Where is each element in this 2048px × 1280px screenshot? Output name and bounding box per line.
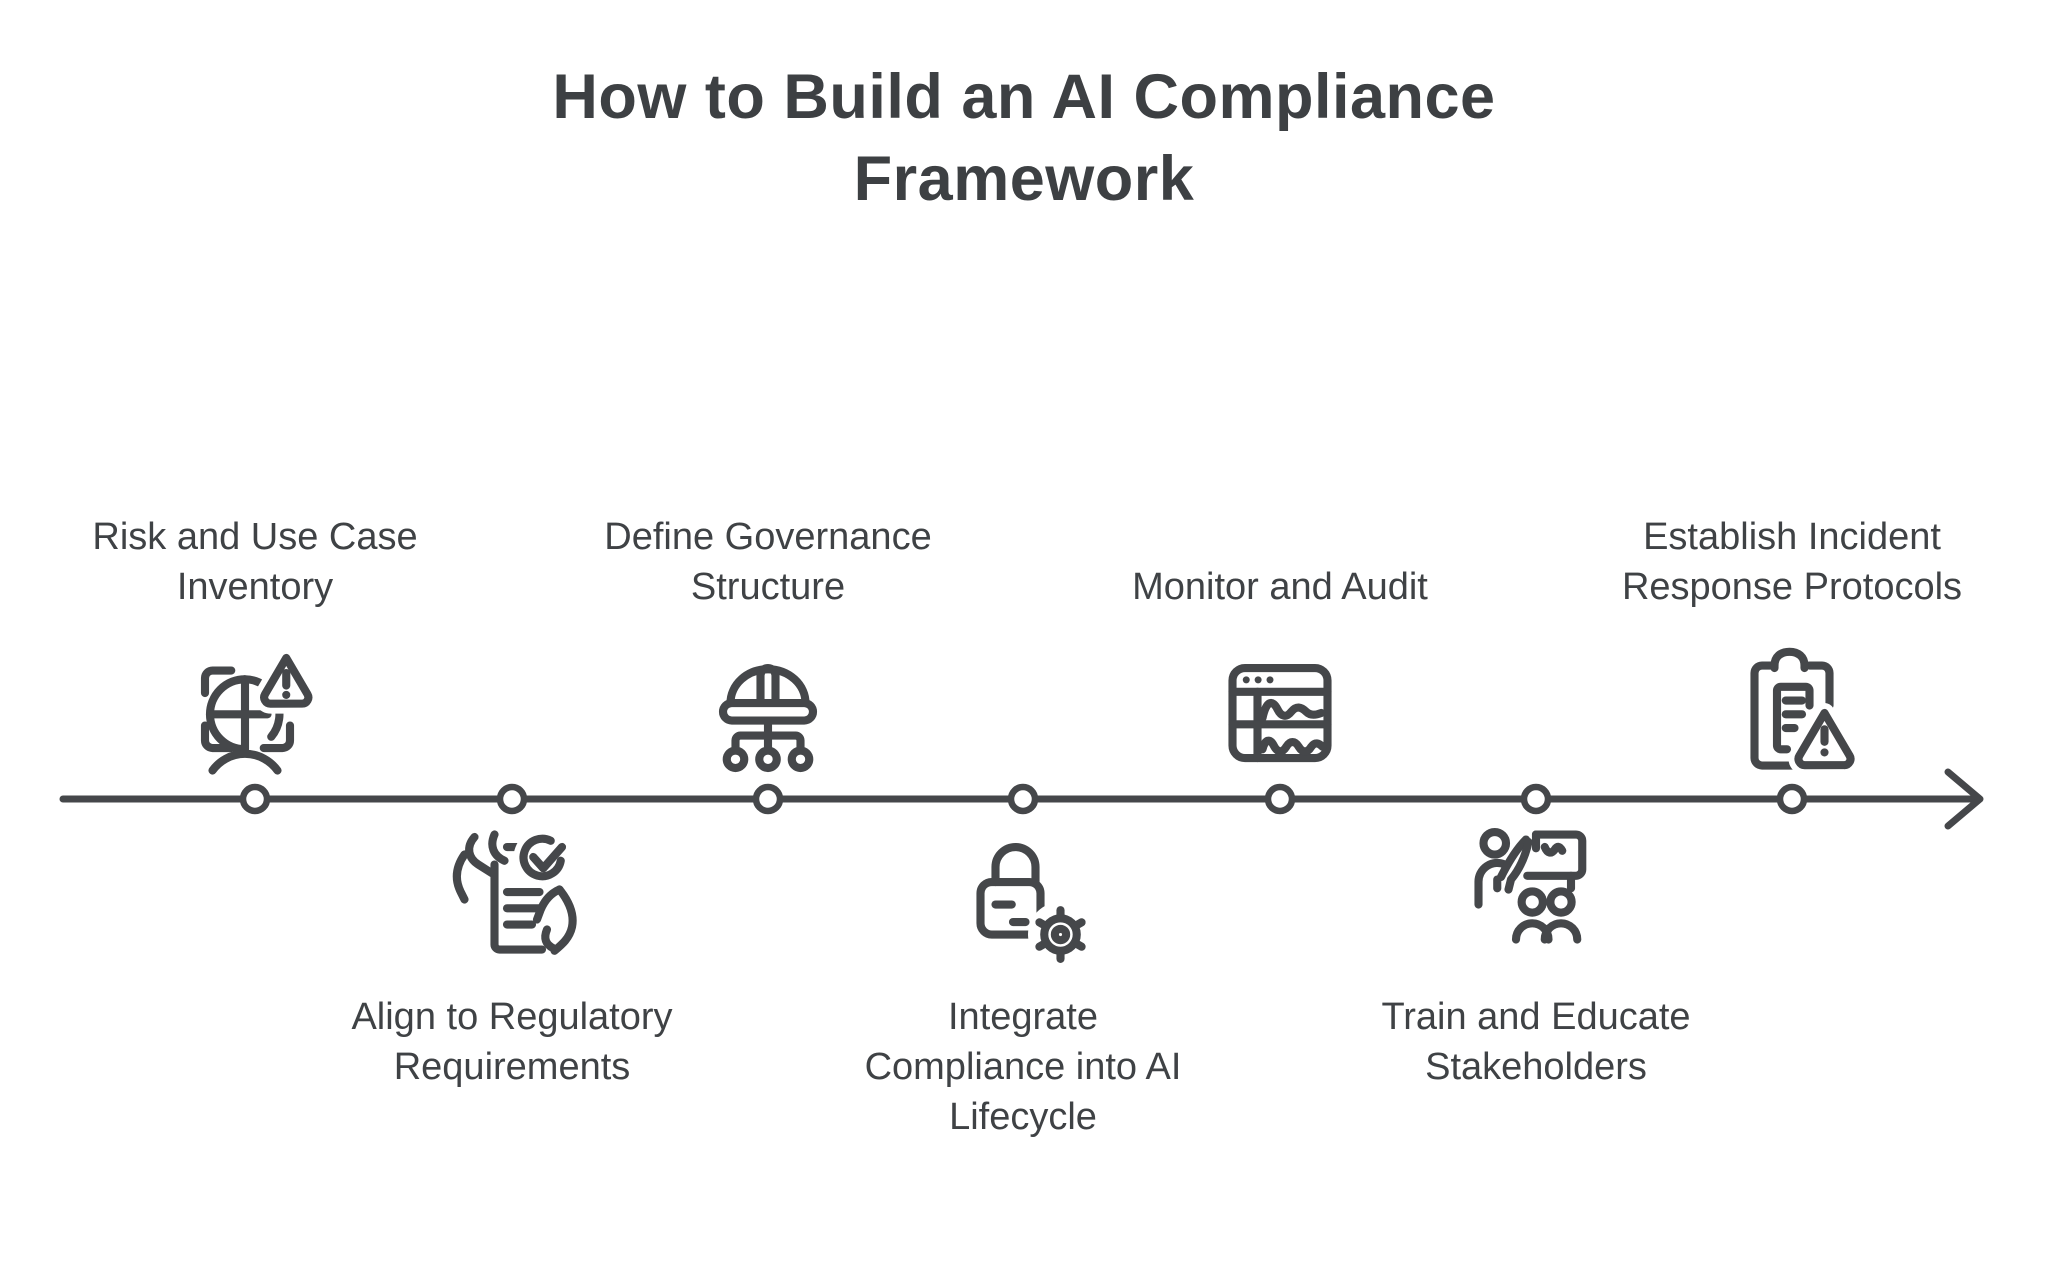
timeline-node <box>1520 783 1552 815</box>
step-label: Define Governance Structure <box>604 516 932 608</box>
presenter-audience-icon <box>1461 822 1611 972</box>
timeline-step: Align to Regulatory Requirements <box>302 822 722 1092</box>
timeline-node <box>1776 783 1808 815</box>
clipboard-warning-icon <box>1717 638 1867 788</box>
timeline-node <box>239 783 271 815</box>
timeline-step: Monitor and Audit <box>1070 498 1490 788</box>
timeline-axis <box>59 768 1984 830</box>
timeline-node <box>496 783 528 815</box>
step-label: Monitor and Audit <box>1132 566 1428 608</box>
timeline-step: Train and Educate Stakeholders <box>1326 822 1746 1092</box>
timeline-step: Define Governance Structure <box>558 498 978 788</box>
document-check-hand-icon <box>437 822 587 972</box>
timeline-step: Integrate Compliance into AI Lifecycle <box>813 822 1233 1142</box>
step-label: Establish Incident Response Protocols <box>1621 516 1963 608</box>
timeline-step: Risk and Use Case Inventory <box>45 498 465 788</box>
analytics-window-icon <box>1205 638 1355 788</box>
step-label: Train and Educate Stakeholders <box>1381 996 1691 1088</box>
hard-hat-org-chart-icon <box>693 638 843 788</box>
step-label: Risk and Use Case Inventory <box>92 516 418 608</box>
step-label: Integrate Compliance into AI Lifecycle <box>864 996 1182 1138</box>
timeline-node <box>1264 783 1296 815</box>
timeline-step: Establish Incident Response Protocols <box>1582 498 2002 788</box>
lock-gear-icon <box>948 822 1098 972</box>
page-title: How to Build an AI Compliance Framework <box>552 62 1496 214</box>
timeline-node <box>1007 783 1039 815</box>
timeline-node <box>752 783 784 815</box>
step-label: Align to Regulatory Requirements <box>351 996 673 1088</box>
pie-chart-warning-icon <box>180 638 330 788</box>
arrow-head-icon <box>1944 768 1984 830</box>
